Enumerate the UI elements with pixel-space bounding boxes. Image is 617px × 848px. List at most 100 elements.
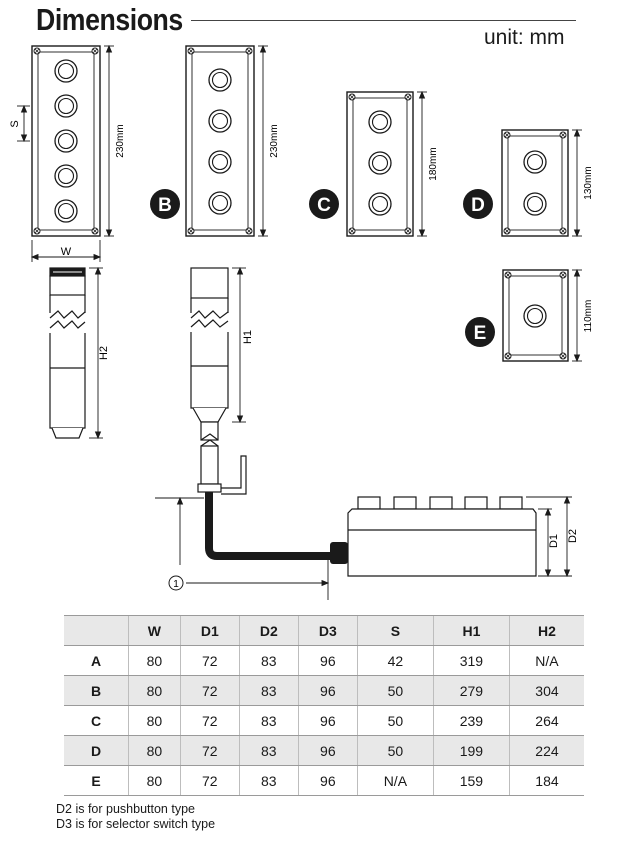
table-header-cell: S (356, 615, 434, 646)
box-a-height-label: 230mm (115, 124, 126, 157)
badge-b-label: B (158, 195, 172, 216)
table-cell: 83 (238, 735, 299, 766)
table-row: B 80 72 83 96 50 279 304 (64, 675, 584, 706)
width-dimension (30, 240, 102, 262)
table-cell: E (64, 765, 129, 796)
box-b-height-dimension (258, 44, 268, 238)
box-e-panel (502, 269, 569, 362)
badge-b (150, 189, 180, 219)
table-cell: 50 (356, 675, 434, 706)
table-header-cell: D2 (238, 615, 299, 646)
dimensions-table: W D1 D2 D3 S H1 H2 A 80 72 83 96 42 319 … (64, 615, 584, 796)
badge-d (463, 189, 493, 219)
table-cell: 319 (432, 645, 510, 676)
table-cell: B (64, 675, 129, 706)
table-cell: 80 (128, 645, 181, 676)
table-cell: 239 (432, 705, 510, 736)
table-cell: 50 (356, 735, 434, 766)
depth-dimensions (526, 495, 572, 578)
table-cell: 72 (179, 645, 240, 676)
table-cell: 96 (297, 765, 358, 796)
page-title: Dimensions (36, 2, 183, 37)
table-header-cell: W (128, 615, 181, 646)
h2-dimension (89, 266, 103, 440)
h2-label: H2 (98, 346, 110, 360)
table-cell: 279 (432, 675, 510, 706)
box-c-height-label: 180mm (428, 147, 439, 180)
signal-tower-h2 (49, 267, 86, 439)
box-d-height-label: 130mm (583, 166, 594, 199)
table-cell: 199 (432, 735, 510, 766)
footnote-d2: D2 is for pushbutton type (56, 802, 195, 816)
table-cell: 159 (432, 765, 510, 796)
table-cell: 72 (179, 735, 240, 766)
table-row: D 80 72 83 96 50 199 224 (64, 735, 584, 766)
table-cell: 83 (238, 645, 299, 676)
box-d-height-dimension (572, 128, 582, 238)
box-c-panel (346, 91, 414, 237)
table-cell: 96 (297, 735, 358, 766)
table-cell: 96 (297, 645, 358, 676)
badge-e (465, 317, 495, 347)
table-cell: 72 (179, 705, 240, 736)
table-cell: N/A (508, 645, 584, 676)
table-cell: 80 (128, 735, 181, 766)
h1-dimension (232, 266, 246, 424)
table-cell: 83 (238, 705, 299, 736)
table-header-cell: H2 (508, 615, 584, 646)
box-a-panel (31, 45, 101, 237)
control-box-side-view (347, 496, 537, 577)
table-cell: D (64, 735, 129, 766)
cable (205, 492, 334, 560)
table-cell: 83 (238, 675, 299, 706)
badge-c (309, 189, 339, 219)
unit-label: unit: mm (484, 26, 565, 49)
table-cell: 72 (179, 765, 240, 796)
table-header-cell: D3 (297, 615, 358, 646)
d2-label: D2 (567, 529, 579, 543)
table-cell: 224 (508, 735, 584, 766)
d1-label: D1 (548, 534, 560, 548)
table-cell: 264 (508, 705, 584, 736)
table-header-cell (64, 615, 129, 646)
table-header-cell: D1 (179, 615, 240, 646)
table-row: C 80 72 83 96 50 239 264 (64, 705, 584, 736)
width-label: W (61, 246, 72, 258)
table-cell: 80 (128, 705, 181, 736)
table-row: E 80 72 83 96 N/A 159 184 (64, 765, 584, 796)
table-cell: 184 (508, 765, 584, 796)
box-c-height-dimension (417, 90, 427, 238)
badge-d-label: D (471, 195, 485, 216)
spacing-dimension (17, 104, 30, 143)
badge-e-label: E (474, 323, 487, 344)
title-rule (191, 20, 576, 21)
table-cell: 42 (356, 645, 434, 676)
footnotes: D2 is for pushbutton type D3 is for sele… (56, 802, 215, 832)
table-cell: 96 (297, 705, 358, 736)
badge-c-label: C (317, 195, 331, 216)
cable-gland (330, 542, 348, 564)
table-cell: 80 (128, 765, 181, 796)
box-d-panel (501, 129, 569, 237)
box-b-panel (185, 45, 255, 237)
table-cell: 50 (356, 705, 434, 736)
dimension-diagram: 230mm S W 230mm B (9, 44, 594, 600)
mounting-bracket (221, 455, 247, 495)
box-a-height-dimension (104, 44, 114, 238)
footnote-d3: D3 is for selector switch type (56, 817, 216, 831)
reference-lines (155, 496, 330, 600)
box-b-height-label: 230mm (269, 124, 280, 157)
spacing-label: S (9, 120, 21, 127)
table-cell: 72 (179, 675, 240, 706)
box-e-height-dimension (572, 268, 582, 363)
table-cell: N/A (356, 765, 434, 796)
table-cell: 80 (128, 675, 181, 706)
callout-circle (168, 575, 184, 591)
table-row: A 80 72 83 96 42 319 N/A (64, 645, 584, 676)
table-cell: A (64, 645, 129, 676)
signal-tower-h1 (190, 267, 229, 493)
table-cell: 304 (508, 675, 584, 706)
table-header-row: W D1 D2 D3 S H1 H2 (64, 615, 584, 646)
box-e-height-label: 110mm (583, 300, 594, 333)
h1-label: H1 (242, 330, 254, 344)
